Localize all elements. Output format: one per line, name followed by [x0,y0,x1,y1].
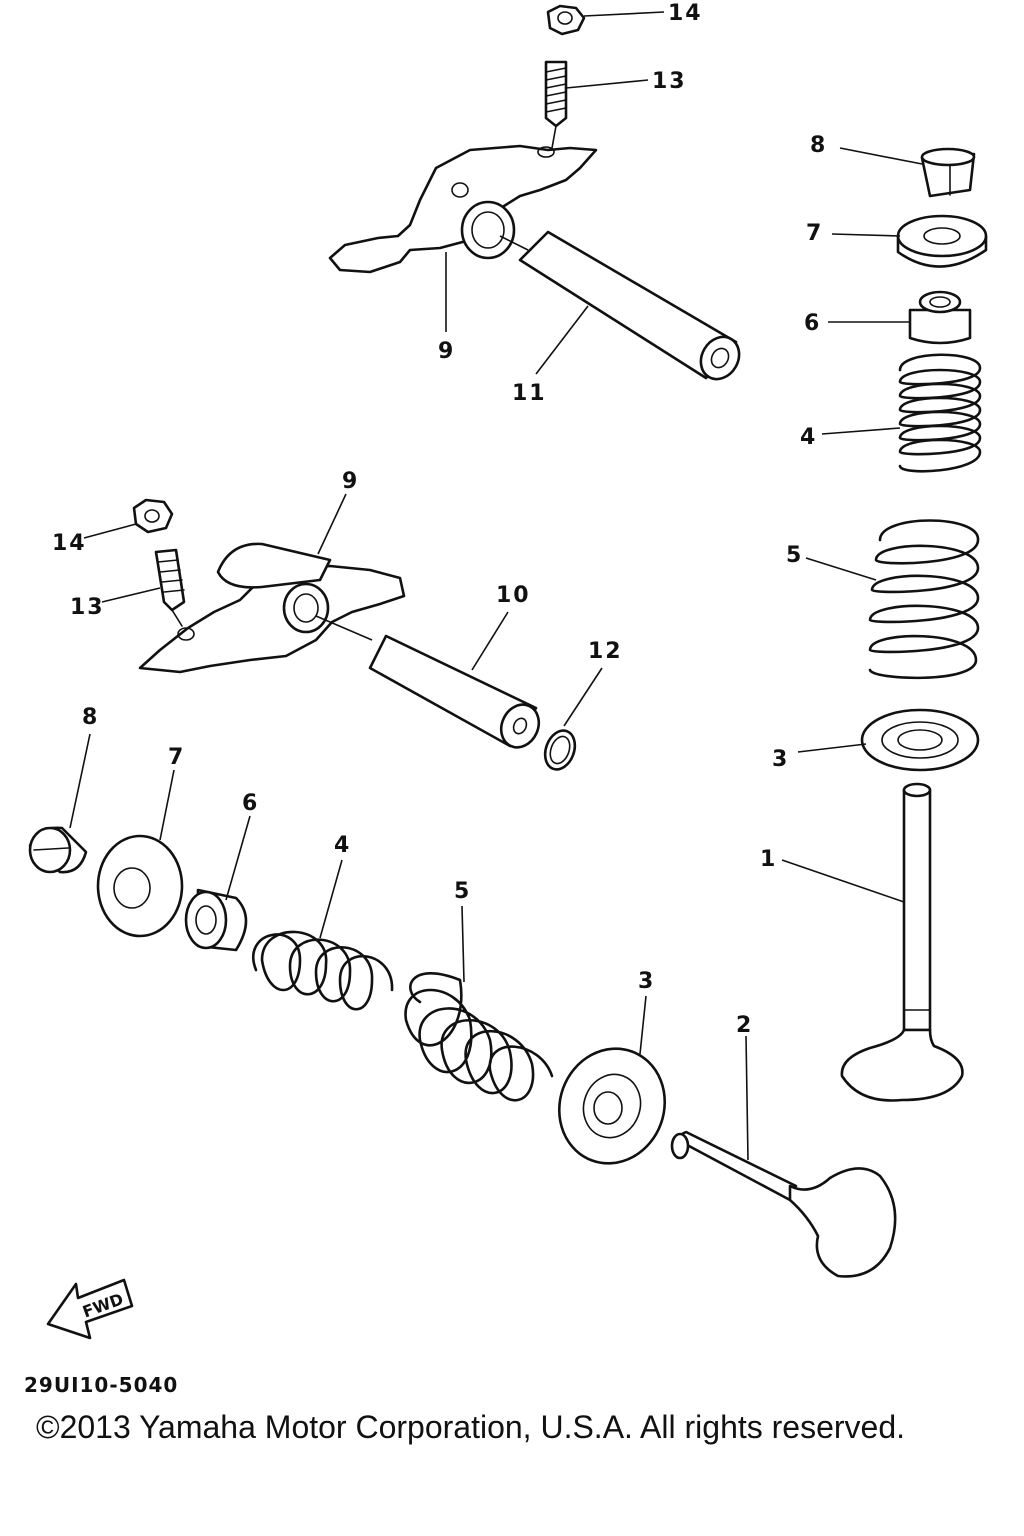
shaft-o-ring [543,729,577,771]
right-spring-retainer [896,214,988,268]
callout-1: 1 [760,847,777,872]
callout-4-lower: 4 [334,833,351,858]
callout-10: 10 [496,583,531,608]
lower-spring-retainer [96,834,184,938]
callout-13-lower: 13 [70,595,105,620]
right-valve-cotter [920,147,976,198]
callout-14-lower: 14 [52,531,87,556]
callout-6-lower: 6 [242,791,259,816]
callout-5-right: 5 [786,543,803,568]
callout-4-right: 4 [800,425,817,450]
lower-locknut [132,498,174,534]
callout-12: 12 [588,639,623,664]
callout-8-right: 8 [810,133,827,158]
callout-3-right: 3 [772,747,789,772]
lower-spring-seat [557,1047,667,1165]
lower-rocker-arm [138,542,406,674]
callout-3-lower: 3 [638,969,655,994]
callout-8-lower: 8 [82,705,99,730]
callout-7-lower: 7 [168,745,185,770]
callout-2: 2 [736,1013,753,1038]
upper-shaft-guide [499,235,529,251]
diagram-code: 29UI10-5040 [24,1373,178,1397]
leader-lines [69,11,923,1161]
lower-outer-spring [404,972,554,1102]
callout-13-upper: 13 [652,69,687,94]
lower-adjusting-screw [154,548,186,627]
callout-7-right: 7 [806,221,823,246]
callout-14-upper: 14 [668,1,703,26]
right-spring-seat [860,708,980,772]
right-intake-valve [840,782,964,1102]
lower-exhaust-valve [670,1130,897,1278]
upper-locknut [546,4,586,36]
callout-6-right: 6 [804,311,821,336]
upper-rocker-arm [328,144,598,274]
upper-adjusting-screw [544,60,568,149]
upper-rocker-shaft [518,230,741,381]
right-inner-spring [898,353,982,473]
lower-rocker-shaft [368,634,541,749]
right-outer-spring [868,519,980,680]
lower-inner-spring [252,930,394,1011]
callout-11: 11 [512,381,547,406]
lower-valve-stem-seal [184,888,248,952]
copyright-notice: ©2013 Yamaha Motor Corporation, U.S.A. A… [36,1409,905,1445]
callout-5-lower: 5 [454,879,471,904]
lower-shaft-guide [315,615,373,641]
forward-arrow-icon: FWD [46,1278,134,1340]
callout-9-upper: 9 [438,339,455,364]
right-valve-stem-seal [908,290,972,345]
lower-valve-cotter [28,826,88,874]
callout-9-lower: 9 [342,469,359,494]
